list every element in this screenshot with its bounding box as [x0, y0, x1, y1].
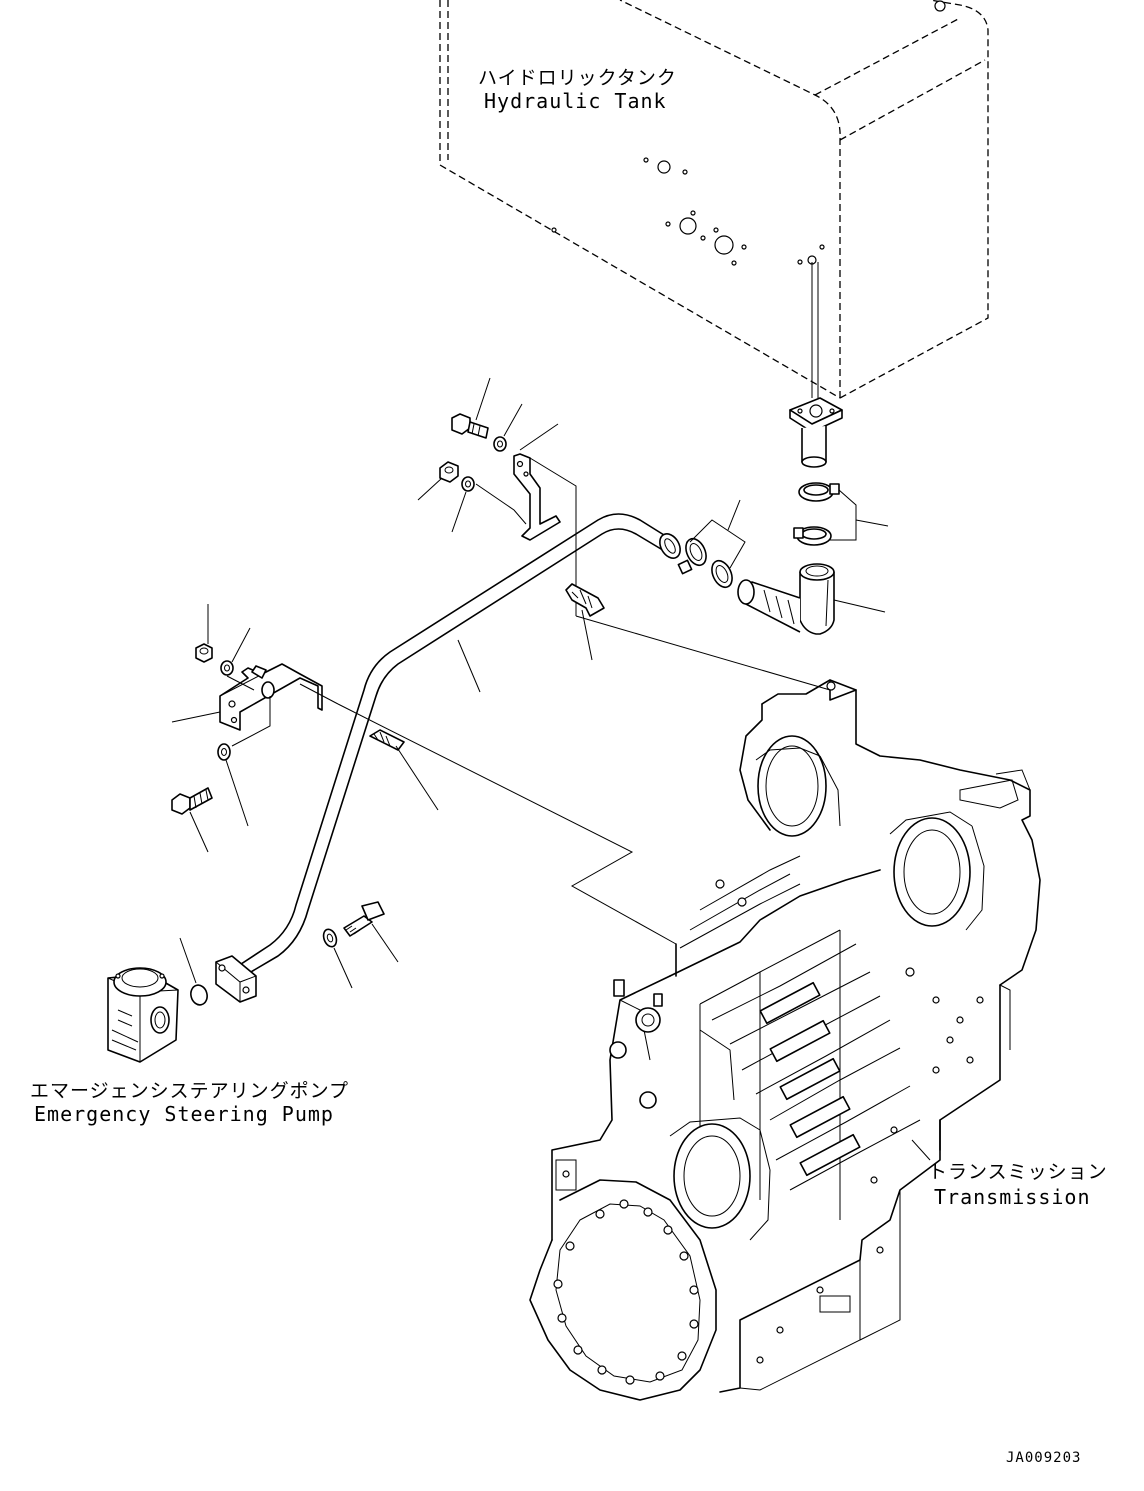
left-bolt: [171, 787, 213, 815]
tank-outlet-flange: [789, 397, 843, 468]
left-bracket: [219, 663, 323, 731]
upper-bracket: [513, 453, 561, 541]
pipe-flange: [215, 955, 257, 1003]
drawing-code: JA009203: [1006, 1450, 1081, 1466]
upper-washer-lower: [461, 476, 475, 492]
emergency-steering-pump: [107, 967, 179, 1063]
hydraulic-tank-label-en: Hydraulic Tank: [484, 89, 667, 113]
left-nut: [195, 643, 213, 663]
emergency-pump-label-jp: エマージェンシステアリングポンプ: [30, 1080, 349, 1102]
transmission-label-en: Transmission: [934, 1185, 1091, 1209]
o-ring: [190, 984, 208, 1006]
emergency-pump-label-en: Emergency Steering Pump: [34, 1102, 334, 1126]
pipe-clip-upper: [565, 583, 605, 617]
hose-clamp-upper: [798, 482, 840, 502]
flange-washer: [322, 928, 338, 948]
cover-bolts: [553, 1199, 699, 1385]
tank-ports: [551, 157, 825, 266]
upper-washer: [493, 436, 507, 452]
left-washer-upper: [220, 660, 234, 676]
upper-bolt: [451, 413, 489, 439]
left-washer-lower: [217, 743, 231, 761]
hydraulic-tank: [439, 0, 989, 399]
hose-clamp-pipe-end: [677, 537, 707, 575]
hydraulic-tank-label-jp: ハイドロリックタンク: [478, 67, 677, 89]
upper-nut: [439, 461, 459, 483]
flange-bolt: [343, 901, 385, 937]
pipe-clip-left: [369, 729, 405, 751]
steering-pump-pipe: [234, 513, 681, 977]
transmission: [529, 679, 1041, 1401]
hose-clamp-elbow-end: [711, 559, 733, 589]
elbow-hose: [737, 563, 835, 635]
transmission-label-jp: トランスミッション: [928, 1161, 1108, 1183]
hose-clamp-lower: [793, 526, 832, 546]
